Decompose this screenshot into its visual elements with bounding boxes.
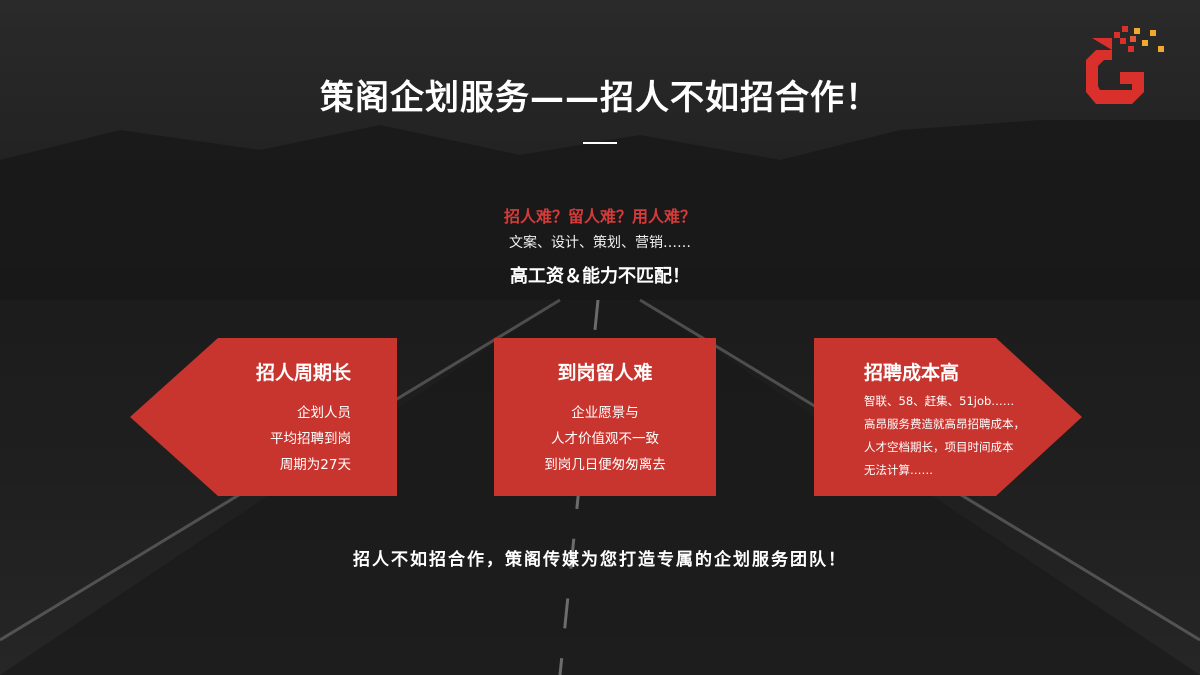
- card-line: 平均招聘到岗: [270, 431, 351, 447]
- card-retention: 到岗留人难 企业愿景与 人才价值观不一致 到岗几日便匆匆离去: [494, 338, 716, 496]
- card-line: 智联、58、赶集、51job……: [864, 394, 1015, 408]
- card-body: 企业愿景与 人才价值观不一致 到岗几日便匆匆离去: [494, 400, 716, 478]
- card-line: 企划人员: [297, 405, 351, 421]
- card-line: 人才空档期长，项目时间成本: [864, 440, 1014, 454]
- card-body: 智联、58、赶集、51job…… 高昂服务费造就高昂招聘成本， 人才空档期长，项…: [864, 390, 1025, 482]
- g-pixel-logo-icon: [1086, 26, 1164, 104]
- card-line: 人才价值观不一致: [551, 431, 659, 447]
- card-heading: 招聘成本高: [864, 362, 960, 384]
- card-line: 到岗几日便匆匆离去: [544, 457, 666, 473]
- questions-text: 招人难？留人难？用人难？: [503, 207, 696, 226]
- roles-text: 文案、设计、策划、营销……: [509, 235, 691, 251]
- card-line: 企业愿景与: [571, 405, 639, 421]
- card-line: 无法计算……: [864, 463, 933, 477]
- tagline: 招人不如招合作，策阁传媒为您打造专属的企划服务团队！: [353, 550, 847, 570]
- slide-title: 策阁企划服务——招人不如招合作！: [320, 78, 880, 118]
- card-line: 周期为27天: [279, 457, 351, 473]
- title-divider: [583, 142, 617, 144]
- card-body: 企划人员 平均招聘到岗 周期为27天: [270, 400, 351, 478]
- card-heading: 招人周期长: [255, 362, 351, 384]
- mountain-silhouette: [0, 120, 1200, 300]
- card-heading: 到岗留人难: [557, 362, 653, 384]
- card-line: 高昂服务费造就高昂招聘成本，: [864, 417, 1025, 431]
- mismatch-text: 高工资＆能力不匹配！: [510, 266, 690, 287]
